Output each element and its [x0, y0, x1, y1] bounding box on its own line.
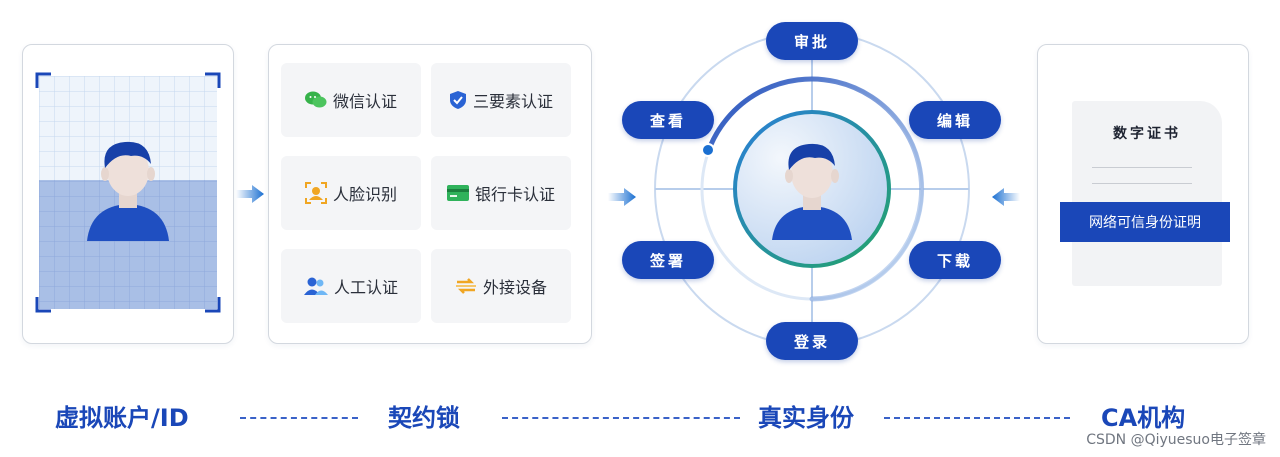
identity-ring-diagram: 审批 查看 编辑 签署 下载 登录: [600, 0, 1030, 370]
certificate-document: 数字证书 网络可信身份证明: [1060, 101, 1230, 286]
flow-arrow-icon: [608, 188, 636, 206]
person-avatar-icon: [772, 143, 852, 240]
auth-label-external-device: 外接设备: [482, 278, 547, 297]
auth-methods-card: 微信认证 三要素认证 人脸识别 银行卡认证 人工认证: [268, 44, 592, 344]
face-scan-icon: [304, 182, 327, 204]
action-pill-edit[interactable]: 编辑: [909, 101, 1001, 139]
auth-tile-three-factor[interactable]: 三要素认证: [431, 63, 571, 137]
action-pill-login[interactable]: 登录: [766, 322, 858, 360]
certificate-title: 数字证书: [1113, 126, 1181, 142]
flow-stage-real-identity: 真实身份: [758, 404, 854, 432]
shield-check-icon: [449, 91, 466, 109]
ca-certificate-card: 数字证书 网络可信身份证明: [1037, 44, 1249, 344]
certificate-line: [1092, 183, 1192, 184]
virtual-account-card: [22, 44, 234, 344]
flow-connector: [502, 417, 740, 419]
auth-tile-bank-card[interactable]: 银行卡认证: [431, 156, 571, 230]
flow-connector: [884, 417, 1070, 419]
action-pill-view[interactable]: 查看: [622, 101, 714, 139]
person-avatar-icon: [87, 141, 169, 241]
auth-label-manual: 人工认证: [333, 278, 398, 297]
external-device-icon: [455, 278, 476, 294]
flow-stage-qiyuesuo: 契约锁: [388, 404, 460, 432]
watermark-text: CSDN @Qiyuesuo电子签章: [1086, 432, 1266, 448]
auth-label-face: 人脸识别: [332, 185, 397, 204]
avatar-grid-illustration: [39, 76, 217, 309]
auth-label-three-factor: 三要素认证: [472, 92, 553, 111]
ring-graphic: [654, 31, 970, 347]
auth-tile-face[interactable]: 人脸识别: [281, 156, 421, 230]
auth-label-wechat: 微信认证: [332, 92, 397, 111]
auth-tile-wechat[interactable]: 微信认证: [281, 63, 421, 137]
auth-label-bank-card: 银行卡认证: [474, 185, 555, 204]
auth-tile-manual[interactable]: 人工认证: [281, 249, 421, 323]
auth-tile-external-device[interactable]: 外接设备: [431, 249, 571, 323]
action-pill-approve[interactable]: 审批: [766, 22, 858, 60]
users-icon: [303, 277, 328, 295]
flow-connector: [240, 417, 358, 419]
certificate-line: [1092, 167, 1192, 168]
flow-stage-virtual-account: 虚拟账户/ID: [55, 404, 189, 432]
action-pill-download[interactable]: 下载: [909, 241, 1001, 279]
bank-card-icon: [446, 185, 469, 201]
action-pill-sign[interactable]: 签署: [622, 241, 714, 279]
id-photo-frame: [39, 76, 217, 309]
flow-arrow-icon: [236, 185, 264, 203]
wechat-icon: [304, 91, 327, 108]
flow-stage-ca: CA机构: [1101, 404, 1186, 432]
flow-arrow-left-icon: [992, 188, 1020, 206]
certificate-banner: 网络可信身份证明: [1060, 202, 1230, 242]
scan-frame-corners: [35, 72, 221, 313]
